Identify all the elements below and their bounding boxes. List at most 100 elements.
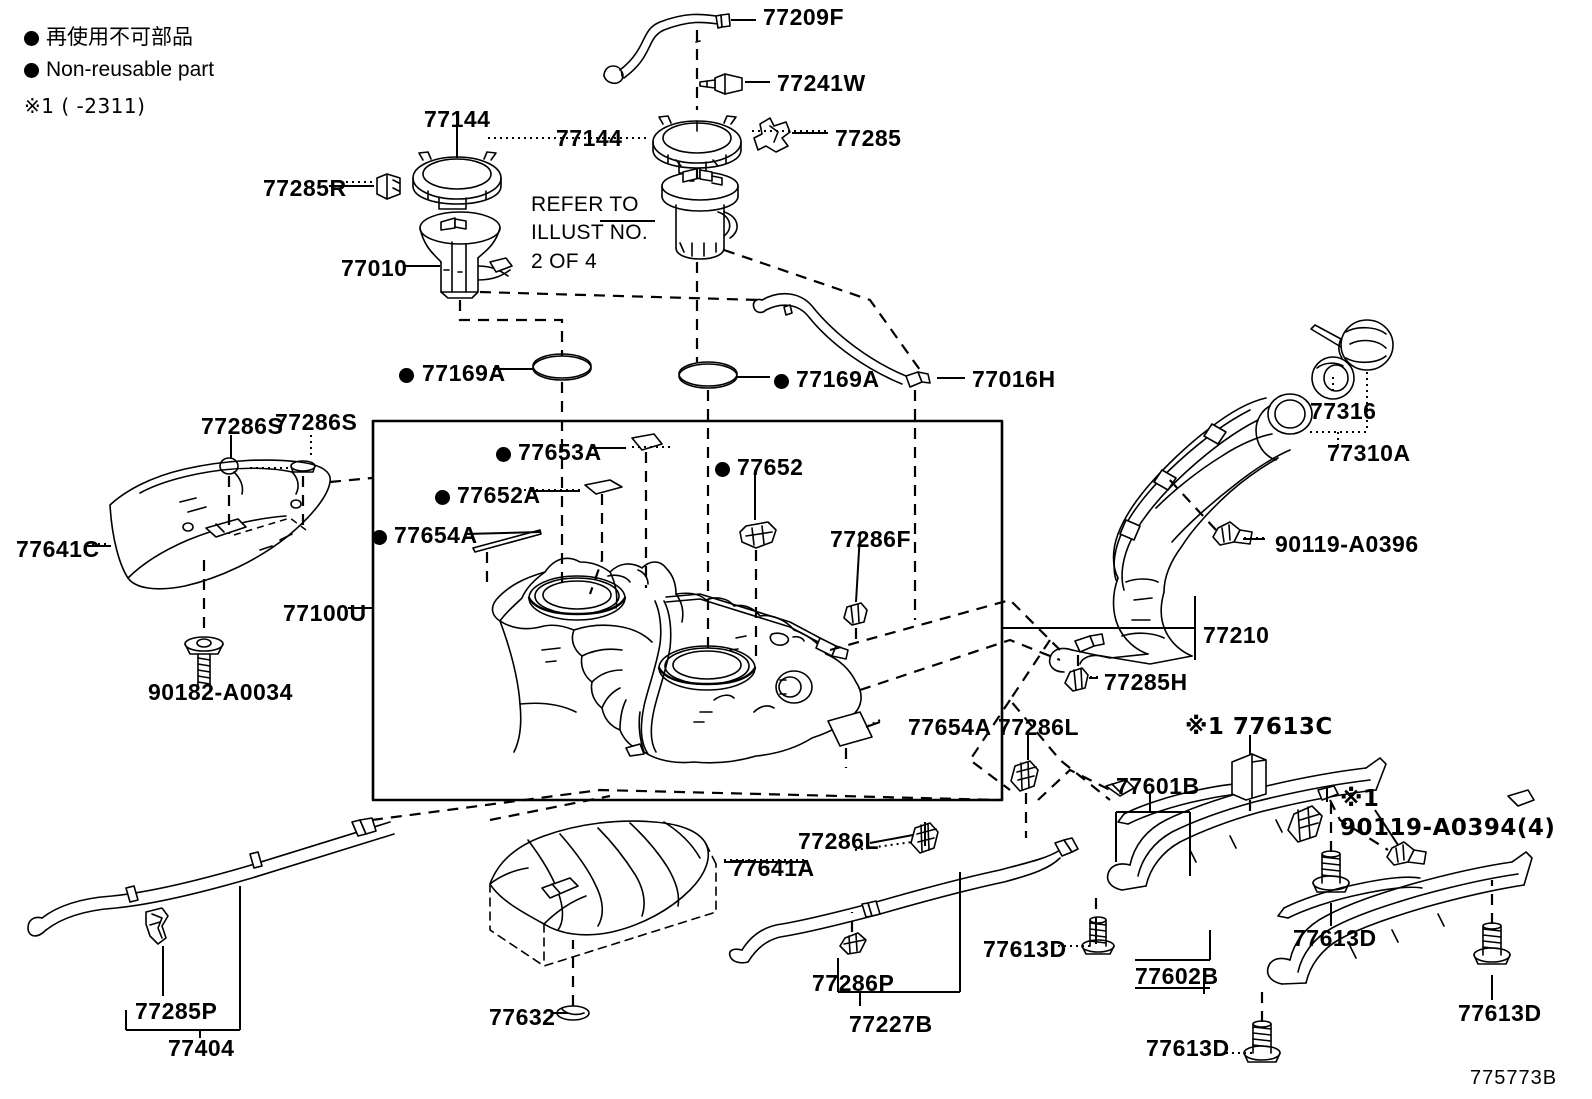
part-number-77016h[interactable]: 77016H bbox=[972, 366, 1056, 392]
part-77613C-bracket bbox=[1231, 753, 1267, 801]
non-reusable-marker-icon bbox=[715, 462, 730, 477]
part-77286F-clip bbox=[843, 602, 868, 626]
non-reusable-marker-icon bbox=[435, 490, 450, 505]
part-number-77286f[interactable]: 77286F bbox=[830, 526, 912, 552]
part-77144-ring-left bbox=[412, 151, 502, 210]
part-number-90119a0396[interactable]: 90119-A0396 bbox=[1275, 531, 1419, 557]
part-77144-ring-center bbox=[652, 115, 742, 174]
legend-english-text: Non-reusable part bbox=[46, 58, 215, 81]
part-number-77613d[interactable]: 77613D bbox=[1458, 1000, 1542, 1026]
part-number-77227b[interactable]: 77227B bbox=[849, 1011, 933, 1037]
part-number-77653a[interactable]: 77653A bbox=[518, 439, 602, 465]
part-77010-fuel-pump bbox=[419, 211, 513, 299]
non-reusable-marker-icon bbox=[399, 368, 414, 383]
part-fuel-filter-assembly bbox=[661, 167, 739, 260]
part-number-77286l[interactable]: 77286L bbox=[998, 714, 1080, 740]
part-77654A-pad-left bbox=[472, 529, 542, 553]
part-77602B-end-tab bbox=[1277, 876, 1423, 919]
part-77654A-pad-right bbox=[827, 711, 873, 747]
part-77613D-bolt-1 bbox=[1081, 916, 1115, 955]
part-number-77209f[interactable]: 77209F bbox=[763, 4, 845, 30]
refer-to-illust-note: REFER TO ILLUST NO. 2 OF 4 bbox=[531, 193, 648, 273]
part-number-77100u[interactable]: 77100U bbox=[283, 600, 367, 626]
part-number-77641a[interactable]: 77641A bbox=[731, 855, 815, 881]
part-number-77404[interactable]: 77404 bbox=[168, 1035, 235, 1061]
part-77652A-pad bbox=[584, 479, 623, 495]
part-number-77310a[interactable]: 77310A bbox=[1327, 440, 1411, 466]
tank-group-box bbox=[371, 419, 1004, 802]
part-77241W-clip bbox=[699, 73, 743, 95]
part-77285R-clip bbox=[376, 173, 401, 200]
non-reusable-marker-icon bbox=[372, 530, 387, 545]
part-number-77286l[interactable]: 77286L bbox=[798, 828, 880, 854]
part-number-77316[interactable]: 77316 bbox=[1310, 398, 1377, 424]
part-77016H-hose bbox=[752, 293, 931, 388]
part-77404-fuel-tube bbox=[27, 817, 395, 937]
part-number-90182a0034[interactable]: 90182-A0034 bbox=[148, 679, 293, 705]
filled-circle-icon bbox=[24, 63, 39, 78]
filled-circle-icon bbox=[24, 31, 39, 46]
part-number-77641c[interactable]: 77641C bbox=[16, 536, 100, 562]
part-77602B-strap bbox=[1266, 851, 1533, 985]
part-number-190119a03944[interactable]: ※1 90119-A0394(4) bbox=[1340, 786, 1556, 841]
part-number-77285h[interactable]: 77285H bbox=[1104, 669, 1188, 695]
part-77286L-clip-lower bbox=[1010, 760, 1039, 792]
part-77227B-tube bbox=[728, 837, 1079, 964]
part-number-77285[interactable]: 77285 bbox=[835, 125, 902, 151]
part-number-77169a[interactable]: 77169A bbox=[796, 366, 880, 392]
part-number-77144[interactable]: 77144 bbox=[424, 106, 491, 132]
strap-hanger-right bbox=[1507, 789, 1535, 807]
part-number-77169a[interactable]: 77169A bbox=[422, 360, 506, 386]
part-number-77286s[interactable]: 77286S bbox=[275, 409, 358, 435]
strap-adjuster bbox=[1287, 785, 1339, 843]
part-number-77210[interactable]: 77210 bbox=[1203, 622, 1270, 648]
part-number-77241w[interactable]: 77241W bbox=[777, 70, 866, 96]
part-number-77285p[interactable]: 77285P bbox=[135, 998, 218, 1024]
part-77210-filler-pipe bbox=[1048, 393, 1313, 673]
part-77310A-fuel-cap bbox=[1310, 319, 1394, 371]
part-77169A-oring-right bbox=[678, 361, 738, 389]
non-reusable-marker-icon bbox=[496, 447, 511, 462]
part-number-77285r[interactable]: 77285R bbox=[263, 175, 347, 201]
part-number-77286p[interactable]: 77286P bbox=[812, 970, 895, 996]
part-number-77286s[interactable]: 77286S bbox=[201, 413, 284, 439]
part-number-77654a[interactable]: 77654A bbox=[908, 714, 992, 740]
part-77286P-clip bbox=[839, 932, 867, 955]
part-77641A-heat-shield bbox=[489, 820, 710, 936]
part-77286S-clip-2 bbox=[290, 460, 316, 473]
strap-hanger-left bbox=[1105, 779, 1135, 797]
part-number-77632[interactable]: 77632 bbox=[489, 1004, 556, 1030]
part-77285H-clip bbox=[1064, 667, 1089, 692]
part-77641C-heat-shield bbox=[109, 459, 331, 590]
part-number-77613d[interactable]: 77613D bbox=[1293, 925, 1377, 951]
part-77316-gasket bbox=[1311, 356, 1355, 400]
part-number-77602b[interactable]: 77602B bbox=[1135, 963, 1219, 989]
part-77169A-oring-left bbox=[532, 353, 592, 381]
part-number-77654a[interactable]: 77654A bbox=[394, 522, 478, 548]
part-number-177613c[interactable]: ※1 77613C bbox=[1185, 714, 1333, 740]
part-77613D-bolt-3 bbox=[1243, 1020, 1281, 1063]
legend-japanese-text: 再使用不可部品 bbox=[46, 25, 193, 49]
part-77652-grommet bbox=[739, 521, 777, 549]
part-90119-A0394-bolt bbox=[1386, 841, 1427, 866]
part-number-77652[interactable]: 77652 bbox=[737, 454, 804, 480]
part-number-77613d[interactable]: 77613D bbox=[983, 936, 1067, 962]
non-reusable-marker-icon bbox=[774, 374, 789, 389]
part-90119-A0396-bolt bbox=[1212, 521, 1253, 546]
part-90182-A0034-bolt bbox=[184, 636, 224, 691]
part-77285-clip bbox=[753, 117, 791, 153]
part-77613D-bolt-2 bbox=[1312, 850, 1350, 893]
part-77209F-vent-tube bbox=[603, 13, 731, 85]
part-77286S-clip-1 bbox=[219, 457, 239, 475]
part-number-77601b[interactable]: 77601B bbox=[1116, 773, 1200, 799]
part-number-77010[interactable]: 77010 bbox=[341, 255, 408, 281]
part-77100U-fuel-tank bbox=[491, 557, 862, 764]
part-77285P-bracket bbox=[145, 907, 169, 945]
diagram-watermark: 775773B bbox=[1470, 1067, 1558, 1089]
part-number-77144[interactable]: 77144 bbox=[556, 125, 623, 151]
part-number-77652a[interactable]: 77652A bbox=[457, 482, 541, 508]
part-number-77613d[interactable]: 77613D bbox=[1146, 1035, 1230, 1061]
part-77613D-bolt-4 bbox=[1473, 922, 1511, 965]
